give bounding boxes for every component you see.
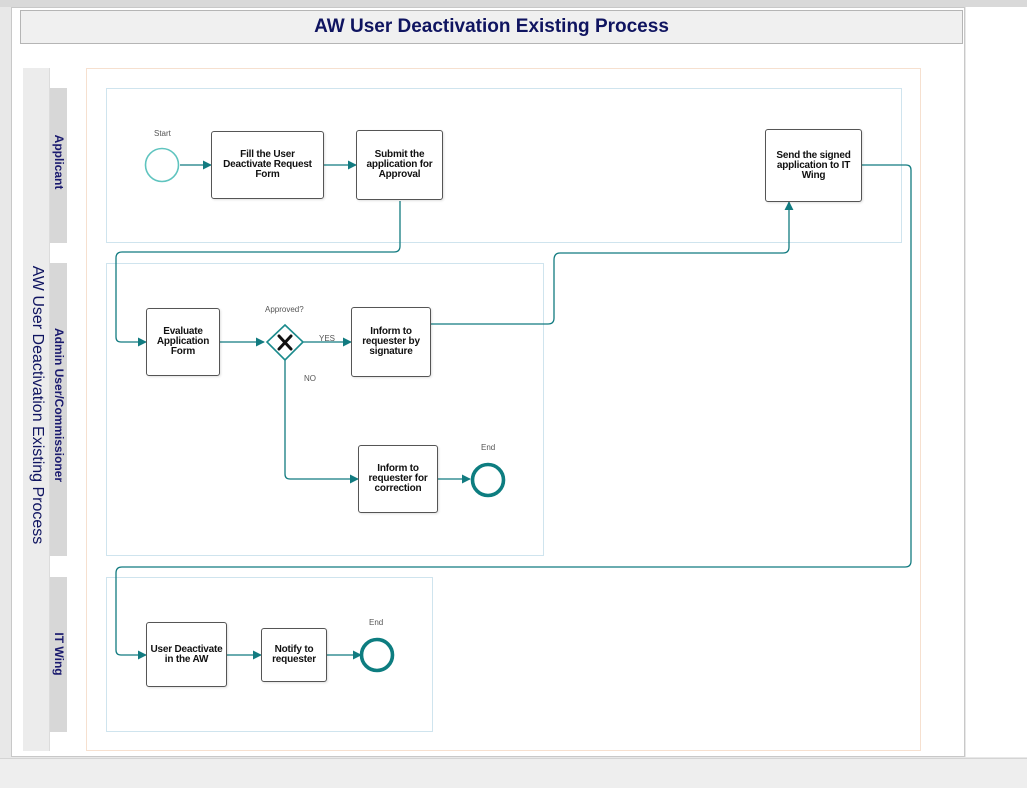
- canvas-top-strip: [0, 0, 1027, 7]
- end-event-it-wing-label: End: [369, 618, 384, 627]
- lane-admin: [106, 263, 544, 556]
- start-event-label: Start: [154, 129, 171, 138]
- canvas-bottom-area: [0, 758, 1027, 788]
- task-fill-request-form[interactable]: Fill the User Deactivate Request Form: [211, 131, 324, 199]
- pool-body: [86, 68, 921, 751]
- page-title: AW User Deactivation Existing Process: [314, 16, 669, 37]
- task-submit-application[interactable]: Submit the application for Approval: [356, 130, 443, 200]
- task-send-signed-application-label: Send the signed application to IT Wing: [776, 149, 851, 181]
- task-evaluate-application[interactable]: Evaluate Application Form: [146, 308, 220, 376]
- gateway-yes-label: YES: [319, 334, 336, 343]
- task-fill-request-form-label: Fill the User Deactivate Request Form: [223, 149, 312, 180]
- task-notify-requester-label: Notify to requester: [272, 644, 316, 665]
- task-inform-by-signature[interactable]: Inform to requester by signature: [351, 307, 431, 377]
- lane-label-admin: Admin User/Commissioner: [52, 327, 66, 483]
- task-user-deactivate-label: User Deactivate in the AW: [150, 643, 223, 665]
- canvas-right-area: [966, 7, 1027, 757]
- task-send-signed-application[interactable]: Send the signed application to IT Wing: [765, 129, 862, 202]
- task-notify-requester[interactable]: Notify to requester: [261, 628, 327, 682]
- lane-label-applicant: Applicant: [52, 134, 66, 190]
- lane-header-admin: [50, 263, 67, 556]
- task-inform-for-correction[interactable]: Inform to requester for correction: [358, 445, 438, 513]
- task-submit-application-label: Submit the application for Approval: [366, 149, 433, 180]
- gateway-label: Approved?: [265, 305, 304, 314]
- gateway-no-label: NO: [304, 374, 316, 383]
- lane-header-applicant: [50, 88, 67, 243]
- lane-label-it-wing: IT Wing: [52, 632, 66, 676]
- task-evaluate-application-label: Evaluate Application Form: [156, 326, 210, 357]
- task-user-deactivate[interactable]: User Deactivate in the AW: [146, 622, 227, 687]
- title-bar: AW User Deactivation Existing Process: [20, 10, 963, 44]
- pool-label: AW User Deactivation Existing Process: [29, 265, 46, 545]
- pool-header: [23, 68, 50, 751]
- end-event-admin-label: End: [481, 443, 496, 452]
- lane-header-it-wing: [50, 577, 67, 732]
- task-inform-for-correction-label: Inform to requester for correction: [368, 463, 428, 494]
- task-inform-by-signature-label: Inform to requester by signature: [362, 326, 420, 357]
